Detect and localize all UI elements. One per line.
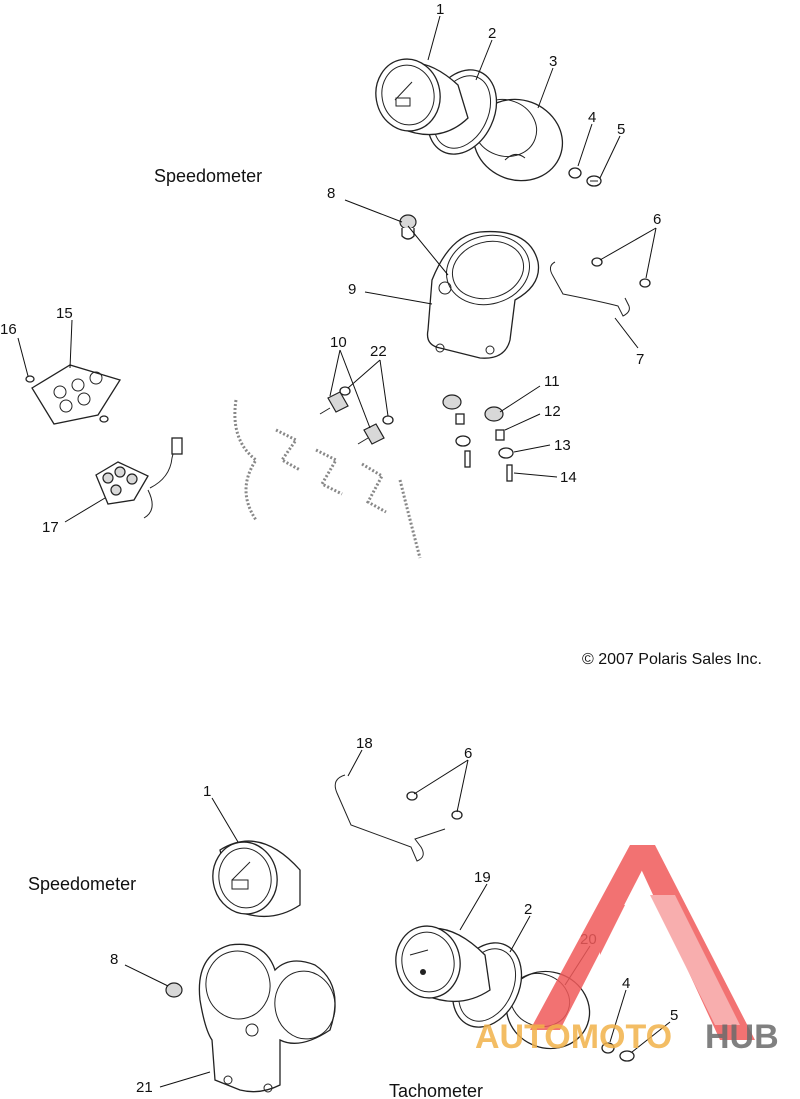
tachometer-label: Tachometer [389, 1081, 483, 1099]
part-16-screw-b [99, 415, 109, 423]
callout-b18: 18 [356, 735, 373, 752]
callout-16: 16 [0, 321, 17, 338]
callout-numbers: 1 2 3 4 5 6 7 8 9 10 22 11 12 13 14 15 1… [0, 1, 678, 1096]
part-5-screw [586, 175, 602, 187]
part-8-grommet [399, 214, 417, 240]
callout-15: 15 [56, 305, 73, 322]
callout-2: 2 [488, 25, 496, 42]
callout-4: 4 [588, 109, 596, 126]
callout-3: 3 [549, 53, 557, 70]
callout-5: 5 [617, 121, 625, 138]
callout-6: 6 [653, 211, 661, 228]
callout-22: 22 [370, 343, 387, 360]
part-17-indicator-block [95, 437, 183, 519]
leader-lines [17, 15, 671, 1088]
callout-14: 14 [560, 469, 577, 486]
callout-17: 17 [42, 519, 59, 536]
callout-b6: 6 [464, 745, 472, 762]
watermark-text-b: HUB [705, 1018, 779, 1056]
part-11-grommets [442, 394, 504, 422]
callout-b2: 2 [524, 901, 532, 918]
part-9-bracket [426, 230, 540, 359]
part-22-washers [339, 386, 394, 425]
callout-13: 13 [554, 437, 571, 454]
callout-10: 10 [330, 334, 347, 351]
part-1-speedometer-gauge-bottom [212, 840, 301, 918]
speedometer-label-bottom: Speedometer [28, 874, 136, 894]
part-21-dual-bracket [198, 943, 336, 1093]
faded-background-part [233, 399, 422, 559]
part-13-washers [455, 435, 514, 459]
part-14-bolts [464, 450, 513, 482]
callout-7: 7 [636, 351, 644, 368]
part-4-washer [568, 167, 582, 179]
callout-b19: 19 [474, 869, 491, 886]
callout-b4: 4 [622, 975, 630, 992]
callout-11: 11 [544, 373, 560, 390]
callout-b21: 21 [136, 1079, 153, 1096]
watermark-text-a: AUTOMOTO [475, 1018, 672, 1056]
part-18-wire [334, 774, 446, 862]
part-1-speedometer-gauge [375, 58, 469, 136]
part-7-wire [549, 261, 630, 317]
part-6-bulbs-bottom [406, 791, 463, 820]
speedometer-label-top: Speedometer [154, 166, 262, 186]
part-4-washer-bottom [601, 1042, 615, 1054]
part-6-bulbs [591, 257, 651, 288]
callout-9: 9 [348, 281, 356, 298]
part-15-cover [31, 364, 122, 425]
callout-b8: 8 [110, 951, 118, 968]
part-5-screw-bottom [619, 1050, 635, 1062]
part-19-tachometer-gauge [395, 925, 491, 1003]
callout-b5: 5 [670, 1007, 678, 1024]
callout-b1: 1 [203, 783, 211, 800]
callout-1: 1 [436, 1, 444, 18]
part-16-screw [25, 375, 35, 383]
copyright-notice: © 2007 Polaris Sales Inc. [582, 651, 762, 668]
callout-8: 8 [327, 185, 335, 202]
callout-12: 12 [544, 403, 561, 420]
part-12-spacers [455, 413, 505, 441]
part-8-grommet-bottom [165, 982, 183, 998]
watermark-logo [530, 845, 755, 1040]
part-10-mounts [319, 391, 385, 445]
